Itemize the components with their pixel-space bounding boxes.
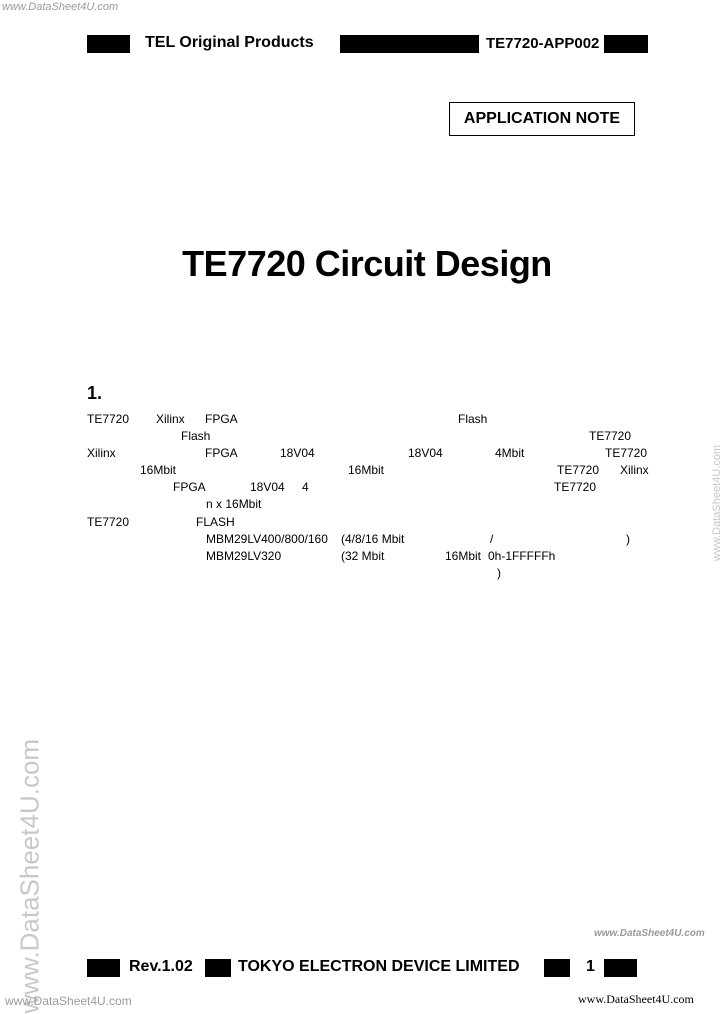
body-text: /	[490, 532, 494, 546]
body-text: FPGA	[205, 446, 238, 460]
body-text: FPGA	[173, 480, 206, 494]
body-text: TE7720	[557, 463, 600, 477]
body-text: 0h-1FFFFFh	[488, 549, 556, 563]
body-text: MBM29LV320	[206, 549, 282, 563]
header-title: TEL Original Products	[145, 34, 314, 51]
body-text: 16Mbit	[348, 463, 385, 477]
body-text: FPGA	[205, 412, 238, 426]
page-number: 1	[586, 958, 595, 975]
body-text: )	[626, 532, 630, 546]
body-text: (4/8/16 Mbit	[341, 532, 405, 546]
body-text: TE7720	[87, 412, 130, 426]
watermark-top-left: www.DataSheet4U.com	[2, 1, 119, 13]
body-text: MBM29LV400/800/160	[206, 532, 328, 546]
watermark-vertical-left: www.DataSheet4U.com	[14, 738, 45, 1014]
footer-bar-2	[205, 959, 231, 977]
body-text: Xilinx	[87, 446, 116, 460]
body-text: Flash	[181, 429, 211, 443]
body-text: Xilinx	[620, 463, 649, 477]
header-bar-1	[87, 35, 130, 53]
body-text: Flash	[458, 412, 488, 426]
body-text: 4	[302, 480, 309, 494]
body-text: )	[497, 566, 501, 580]
body-text: FLASH	[196, 515, 235, 529]
watermark-footer-left: www.DataSheet4U.com	[5, 994, 132, 1008]
watermark-footer-right: www.DataSheet4U.com	[578, 992, 694, 1006]
body-text: (32 Mbit	[341, 549, 385, 563]
watermark-bottom-right: www.DataSheet4U.com	[594, 928, 705, 939]
application-note-badge: APPLICATION NOTE	[449, 102, 635, 136]
section-number: 1.	[87, 383, 103, 403]
company-name: TOKYO ELECTRON DEVICE LIMITED	[238, 958, 520, 975]
body-text: 18V04	[250, 480, 285, 494]
revision-label: Rev.1.02	[129, 958, 193, 975]
body-text: TE7720	[554, 480, 597, 494]
body-text: 18V04	[280, 446, 315, 460]
body-text: TE7720	[589, 429, 632, 443]
body-text: 16Mbit	[445, 549, 482, 563]
body-text: 18V04	[408, 446, 443, 460]
body-text: n x 16Mbit	[206, 497, 262, 511]
body-text: 4Mbit	[495, 446, 525, 460]
page-title: TE7720 Circuit Design	[182, 243, 552, 284]
footer-bar-3	[544, 959, 570, 977]
footer-bar-1	[87, 959, 120, 977]
header-bar-3	[604, 35, 648, 53]
body-text: TE7720	[87, 515, 130, 529]
header-bar-2	[340, 35, 479, 53]
body-text: Xilinx	[156, 412, 185, 426]
body-text: TE7720	[605, 446, 648, 460]
doc-code: TE7720-APP002	[486, 35, 600, 52]
body-text: 16Mbit	[140, 463, 177, 477]
footer-bar-4	[604, 959, 637, 977]
watermark-vertical-right: www.DataSheet4U.com	[711, 444, 720, 562]
